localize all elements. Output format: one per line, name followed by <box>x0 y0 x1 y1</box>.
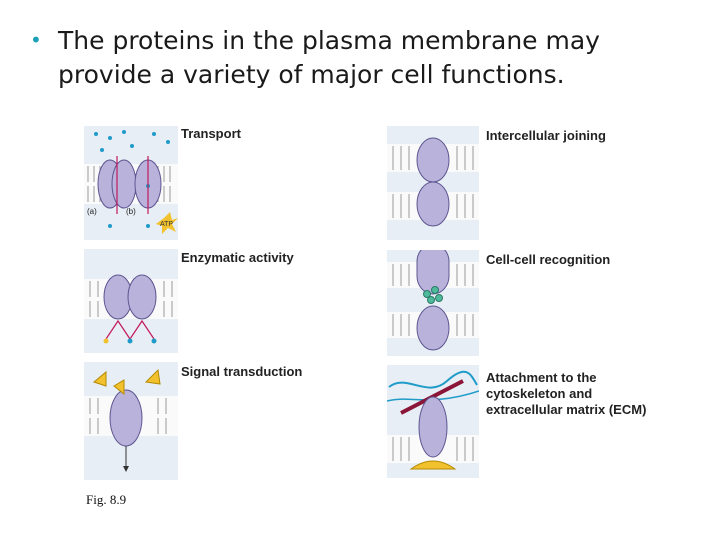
label-attachment: Attachment to the cytoskeleton and extra… <box>486 370 647 417</box>
intercellular-joining-illustration <box>387 137 479 227</box>
cell-cell-recognition-illustration <box>387 243 479 351</box>
label-signal-transduction: Signal transduction <box>181 364 303 379</box>
transport-illustration: ATP (a) (b) <box>84 130 178 234</box>
attachment-panel <box>386 365 480 478</box>
signal-transduction-illustration <box>84 368 178 472</box>
label-intercellular-joining: Intercellular joining <box>486 128 606 143</box>
attachment-illustration <box>386 370 480 470</box>
label-transport: Transport <box>181 126 241 141</box>
label-enzymatic-activity: Enzymatic activity <box>181 250 294 265</box>
signal-transduction-panel <box>84 362 178 480</box>
intercellular-joining-panel <box>387 126 479 240</box>
atp-label: ATP <box>160 221 173 228</box>
sublabel-a: (a) <box>87 207 97 216</box>
bullet-text: The proteins in the plasma membrane may … <box>58 26 600 89</box>
enzymatic-illustration <box>84 274 178 344</box>
figure-caption: Fig. 8.9 <box>86 492 127 507</box>
cell-cell-recognition-panel <box>387 243 479 356</box>
transport-panel: ATP (a) (b) <box>84 126 178 240</box>
sublabel-b: (b) <box>126 207 136 216</box>
enzymatic-activity-panel <box>84 249 178 353</box>
bullet-marker: • <box>30 28 42 52</box>
label-cell-cell-recognition: Cell-cell recognition <box>486 252 611 267</box>
